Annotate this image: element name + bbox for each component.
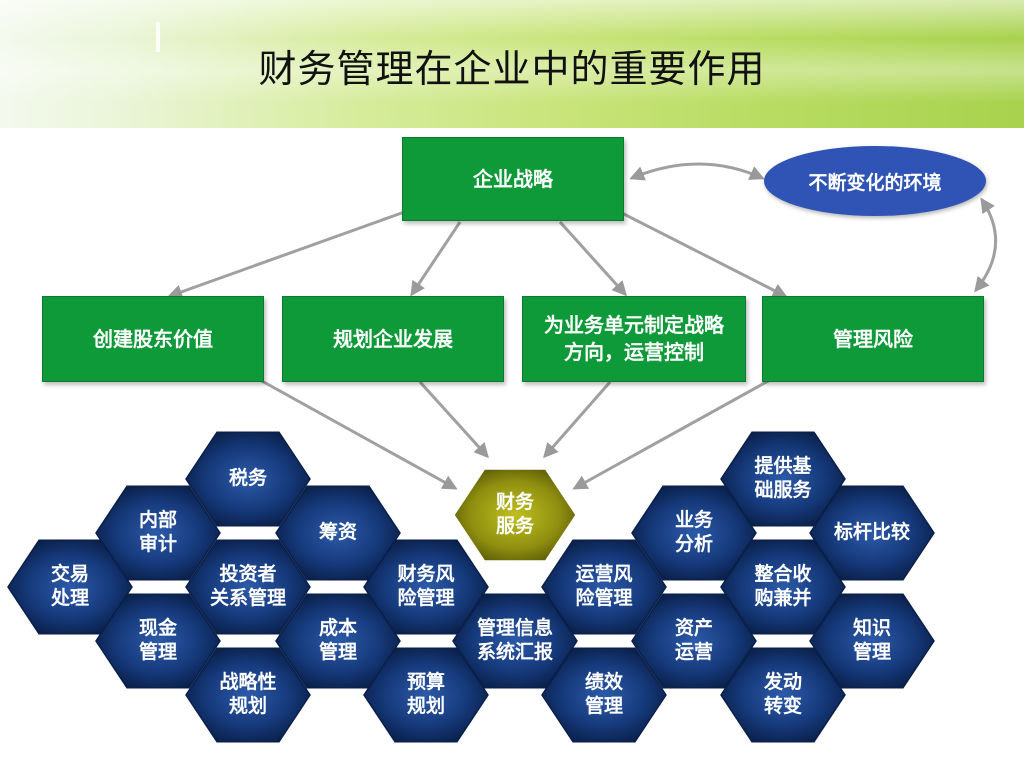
hexagon-touzizhe <box>185 539 311 635</box>
arrow-strategy-to-pillar-1 <box>167 208 411 300</box>
hexagon-zhishi <box>809 593 935 689</box>
hex-label-center: 财务 服务 <box>495 491 534 537</box>
hex-label-chouzi: 筹资 <box>318 521 357 544</box>
hexagon-biaogan <box>809 485 935 581</box>
hex-label-zichan: 资产 运营 <box>674 617 713 663</box>
hex-label-xinxi: 管理信息 系统汇报 <box>476 617 553 663</box>
hexagon-yunyingfengxian <box>541 539 667 635</box>
hexagon-zhanlue <box>185 647 311 743</box>
hex-label-zhenghe: 整合收 购兼并 <box>754 563 812 609</box>
arrow-pillar-1-to-center <box>259 378 458 490</box>
arrow-environment-risk <box>974 197 998 293</box>
hex-label-yusuan: 预算 规划 <box>406 671 445 717</box>
header-banner <box>0 0 1024 128</box>
header-highlight <box>0 0 1024 128</box>
hex-label-touzizhe: 投资者 关系管理 <box>209 563 286 609</box>
arrow-strategy-environment <box>629 162 765 181</box>
hex-label-yewu: 业务 分析 <box>674 509 713 555</box>
environment-ellipse: 不断变化的环境 <box>764 146 986 216</box>
hex-label-shuiwu: 税务 <box>228 467 267 490</box>
arrow-strategy-to-pillar-3 <box>558 220 628 297</box>
pillar-business-strategy: 为业务单元制定战略 方向，运营控制 <box>522 296 746 382</box>
arrow-pillar-2-to-center <box>418 380 490 459</box>
hex-label-jiaoyi: 交易 处理 <box>50 563 89 609</box>
pillar-plan-development: 规划企业发展 <box>282 296 504 382</box>
hex-label-jixiao: 绩效 管理 <box>584 671 623 717</box>
hexagon-fadong <box>720 647 846 743</box>
hex-label-biaogan: 标杆比较 <box>833 521 910 544</box>
arrow-pillar-3-to-center <box>543 381 612 459</box>
hexagon-shuiwu <box>185 431 311 527</box>
hex-label-zhishi: 知识 管理 <box>852 617 891 663</box>
header-accent-mark <box>156 22 160 52</box>
pillar-manage-risk: 管理风险 <box>762 296 984 382</box>
strategy-box: 企业战略 <box>402 137 624 221</box>
hexagon-jixiao <box>541 647 667 743</box>
hex-label-zhanlue: 战略性 规划 <box>219 671 277 717</box>
hex-label-xianjin: 现金 管理 <box>138 617 177 663</box>
hexagon-grid <box>7 431 935 743</box>
hex-label-neibu: 内部 审计 <box>138 509 177 555</box>
page-title: 财务管理在企业中的重要作用 <box>258 47 766 91</box>
hex-label-chengben: 成本 管理 <box>318 617 357 663</box>
hex-label-caiwufengxian: 财务风 险管理 <box>397 563 455 609</box>
hexagon-center <box>451 466 579 564</box>
hex-label-fadong: 发动 转变 <box>763 671 802 717</box>
hex-label-tigong: 提供基 础服务 <box>754 455 812 501</box>
pillar-shareholder-value: 创建股东价值 <box>42 296 264 382</box>
arrow-strategy-to-pillar-2 <box>410 221 462 297</box>
hexagon-neibu <box>95 485 221 581</box>
hexagon-xianjin <box>95 593 221 689</box>
hex-label-yunyingfengxian: 运营风 险管理 <box>575 563 633 609</box>
arrow-pillar-4-to-center <box>572 378 771 490</box>
arrow-strategy-to-pillar-4 <box>619 210 788 298</box>
